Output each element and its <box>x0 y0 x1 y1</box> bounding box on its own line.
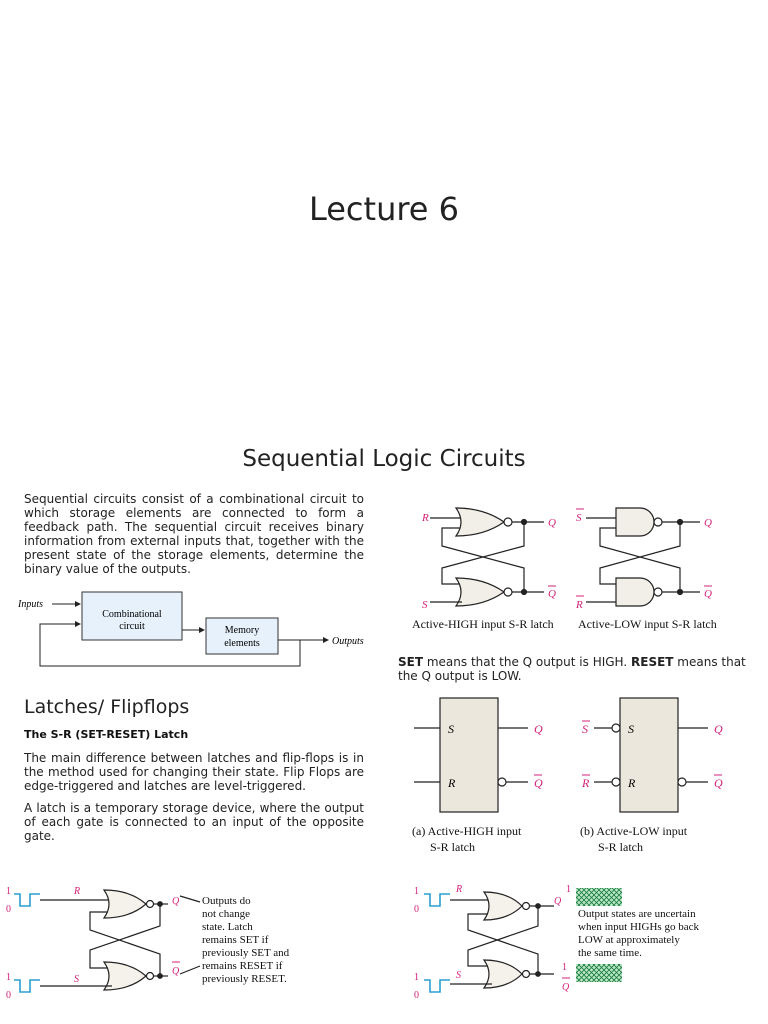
reset-text: means that the Q output is LOW. <box>398 655 746 683</box>
set-text: means that the Q output is HIGH. <box>423 655 631 669</box>
timing-diagram-right: 1 0 1 0 R S Q 1 1 Q <box>414 884 622 1001</box>
reset-word: RESET <box>631 655 674 669</box>
latch-gate-diagrams: R S Q Q S R Q Q <box>421 507 712 611</box>
svg-text:Q: Q <box>172 966 180 977</box>
svg-text:1: 1 <box>6 972 11 983</box>
sequential-block-diagram: Inputs Combinational circuit Memory elem… <box>17 591 364 667</box>
svg-text:Q: Q <box>714 776 723 790</box>
lecture-title: Lecture 6 <box>308 190 460 228</box>
symbol-caption-b: (b) Active-LOW input S-R latch <box>580 824 688 854</box>
main-difference-paragraph: The main difference between latches and … <box>24 751 364 793</box>
svg-text:0: 0 <box>6 904 11 915</box>
svg-text:Q: Q <box>172 896 180 907</box>
memory-label-1: Memory <box>225 625 259 636</box>
svg-text:Q: Q <box>554 896 562 907</box>
svg-text:Q: Q <box>562 982 570 993</box>
svg-text:S: S <box>456 970 461 981</box>
svg-text:Q: Q <box>714 722 723 736</box>
svg-text:1: 1 <box>414 886 419 897</box>
svg-text:Q: Q <box>534 722 543 736</box>
symbol-caption-a: (a) Active-HIGH input S-R latch <box>412 824 522 854</box>
set-word: SET <box>398 655 424 669</box>
caption-active-high: Active-HIGH input S-R latch <box>412 617 554 631</box>
timing-diagram-left: 1 0 1 0 R S Q Q <box>6 886 201 1001</box>
memory-label-2: elements <box>224 638 260 649</box>
svg-text:1: 1 <box>6 886 11 897</box>
outputs-label: Outputs <box>332 636 364 647</box>
svg-text:Q: Q <box>548 517 556 529</box>
caption-active-low: Active-LOW input S-R latch <box>578 617 717 631</box>
svg-text:1: 1 <box>566 884 571 895</box>
svg-text:R: R <box>581 776 590 790</box>
svg-text:R: R <box>575 599 583 611</box>
svg-text:S: S <box>74 974 79 985</box>
svg-text:S: S <box>576 512 582 524</box>
svg-text:0: 0 <box>414 904 419 915</box>
svg-text:Q: Q <box>704 517 712 529</box>
svg-text:R: R <box>421 512 429 524</box>
svg-text:1: 1 <box>562 962 567 973</box>
svg-text:R: R <box>73 886 80 897</box>
svg-text:R: R <box>455 884 462 895</box>
set-reset-definition: SET means that the Q output is HIGH. RES… <box>398 655 748 683</box>
svg-text:S: S <box>448 722 454 736</box>
memory-box <box>205 617 279 655</box>
svg-text:Q: Q <box>534 776 543 790</box>
latch-definition-paragraph: A latch is a temporary storage device, w… <box>24 801 364 843</box>
slide-title: Sequential Logic Circuits <box>242 446 526 472</box>
svg-text:0: 0 <box>414 990 419 1001</box>
svg-text:Q: Q <box>548 588 556 600</box>
timing-left-note: Outputs do not change state. Latch remai… <box>202 895 290 985</box>
section-heading: Latches/ Flipflops <box>24 696 190 718</box>
svg-text:Q: Q <box>704 588 712 600</box>
timing-right-note: Output states are uncertain when input H… <box>578 908 699 959</box>
combinational-box <box>81 591 183 641</box>
combinational-label-2: circuit <box>119 621 145 632</box>
svg-text:S: S <box>628 722 634 736</box>
combinational-label-1: Combinational <box>102 609 162 620</box>
intro-paragraph: Sequential circuits consist of a combina… <box>24 492 364 576</box>
svg-text:S: S <box>422 599 428 611</box>
svg-text:S: S <box>582 722 588 736</box>
inputs-label: Inputs <box>17 599 43 610</box>
svg-text:0: 0 <box>6 990 11 1001</box>
sub-heading: The S-R (SET-RESET) Latch <box>24 728 189 741</box>
latch-symbols: S R S R Q Q S R Q Q <box>414 697 723 813</box>
svg-text:1: 1 <box>414 972 419 983</box>
svg-text:R: R <box>627 776 636 790</box>
svg-text:R: R <box>447 776 456 790</box>
